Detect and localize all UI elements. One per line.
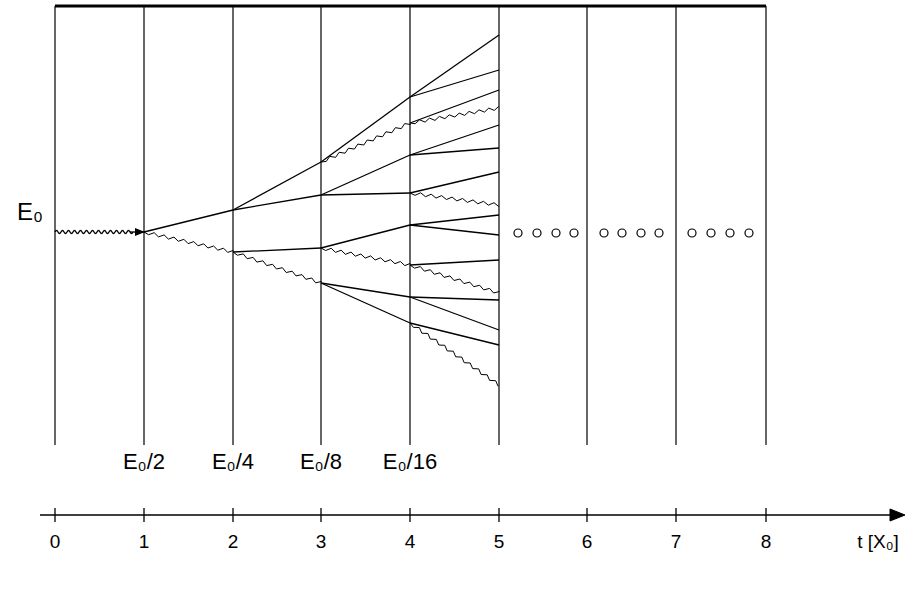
particle-track — [410, 148, 499, 155]
energy-label: E₀/2 — [123, 450, 165, 474]
axis-title: t [X₀] — [857, 532, 899, 553]
particle-track — [321, 155, 410, 195]
continuation-dot — [637, 229, 645, 237]
axis-tick — [409, 508, 410, 522]
particle-track — [410, 172, 499, 193]
photon-track — [410, 193, 499, 207]
axis-tick — [232, 508, 233, 522]
particle-track — [144, 210, 233, 232]
layer-line — [498, 6, 499, 445]
continuation-dot — [618, 229, 626, 237]
photon-track — [233, 252, 322, 283]
axis-number: 8 — [761, 532, 772, 553]
particle-track — [321, 97, 410, 162]
particle-track — [410, 70, 499, 97]
particle-track — [410, 90, 499, 123]
layer-line — [54, 6, 55, 445]
photon-track — [321, 124, 411, 162]
photon-track — [410, 265, 500, 293]
particle-track — [410, 323, 499, 345]
photon-arrow — [130, 231, 144, 232]
layer-line — [586, 6, 587, 445]
continuation-dot — [745, 229, 753, 237]
axis-tick — [586, 508, 587, 522]
axis-tick — [320, 508, 321, 522]
axis-tick — [498, 508, 499, 522]
layer-line — [320, 6, 321, 445]
layer-line — [765, 6, 766, 445]
layer-line — [675, 6, 676, 445]
particle-track — [233, 162, 321, 210]
axis-arrow — [890, 509, 905, 521]
energy-label: E₀ — [17, 199, 43, 225]
shower-tree — [55, 35, 500, 386]
axis-tick — [675, 508, 676, 522]
continuation-dots — [514, 229, 753, 237]
continuation-dot — [707, 229, 715, 237]
particle-track — [321, 283, 410, 297]
continuation-dot — [552, 229, 560, 237]
particle-track — [321, 225, 410, 248]
particle-track — [410, 215, 499, 225]
axis-number: 3 — [316, 532, 327, 553]
particle-track — [233, 248, 321, 252]
energy-label: E₀/16 — [383, 450, 437, 474]
continuation-dot — [533, 229, 541, 237]
axis-number: 0 — [50, 532, 61, 553]
axis-tick — [765, 508, 766, 522]
axis-tick — [54, 508, 55, 522]
particle-track — [410, 35, 499, 97]
continuation-dot — [600, 229, 608, 237]
layer-line — [232, 6, 233, 445]
layer-frame — [55, 6, 766, 445]
photon-track — [410, 106, 499, 123]
axis-tick — [143, 508, 144, 522]
axis-number: 1 — [139, 532, 150, 553]
layer-line — [143, 6, 144, 445]
incoming-photon — [55, 231, 133, 234]
photon-track — [321, 248, 410, 266]
particle-track — [233, 195, 321, 210]
energy-label: E₀/4 — [212, 450, 254, 474]
continuation-dot — [726, 229, 734, 237]
continuation-dot — [514, 229, 522, 237]
particle-track — [410, 225, 499, 235]
particle-track — [410, 125, 499, 155]
axis-number: 6 — [582, 532, 593, 553]
energy-label: E₀/8 — [300, 450, 342, 474]
axis-number: 5 — [494, 532, 505, 553]
continuation-dot — [655, 229, 663, 237]
photon-track — [410, 323, 498, 386]
axis-number: 7 — [671, 532, 682, 553]
photon-track — [144, 232, 233, 252]
particle-track — [410, 260, 499, 265]
axis-line — [40, 514, 895, 515]
particle-track — [410, 297, 499, 300]
depth-axis — [40, 508, 905, 522]
particle-track — [321, 283, 410, 323]
continuation-dot — [688, 229, 696, 237]
axis-number: 4 — [405, 532, 416, 553]
particle-track — [321, 193, 410, 195]
continuation-dot — [570, 229, 578, 237]
axis-number: 2 — [228, 532, 239, 553]
particle-track — [410, 297, 499, 330]
